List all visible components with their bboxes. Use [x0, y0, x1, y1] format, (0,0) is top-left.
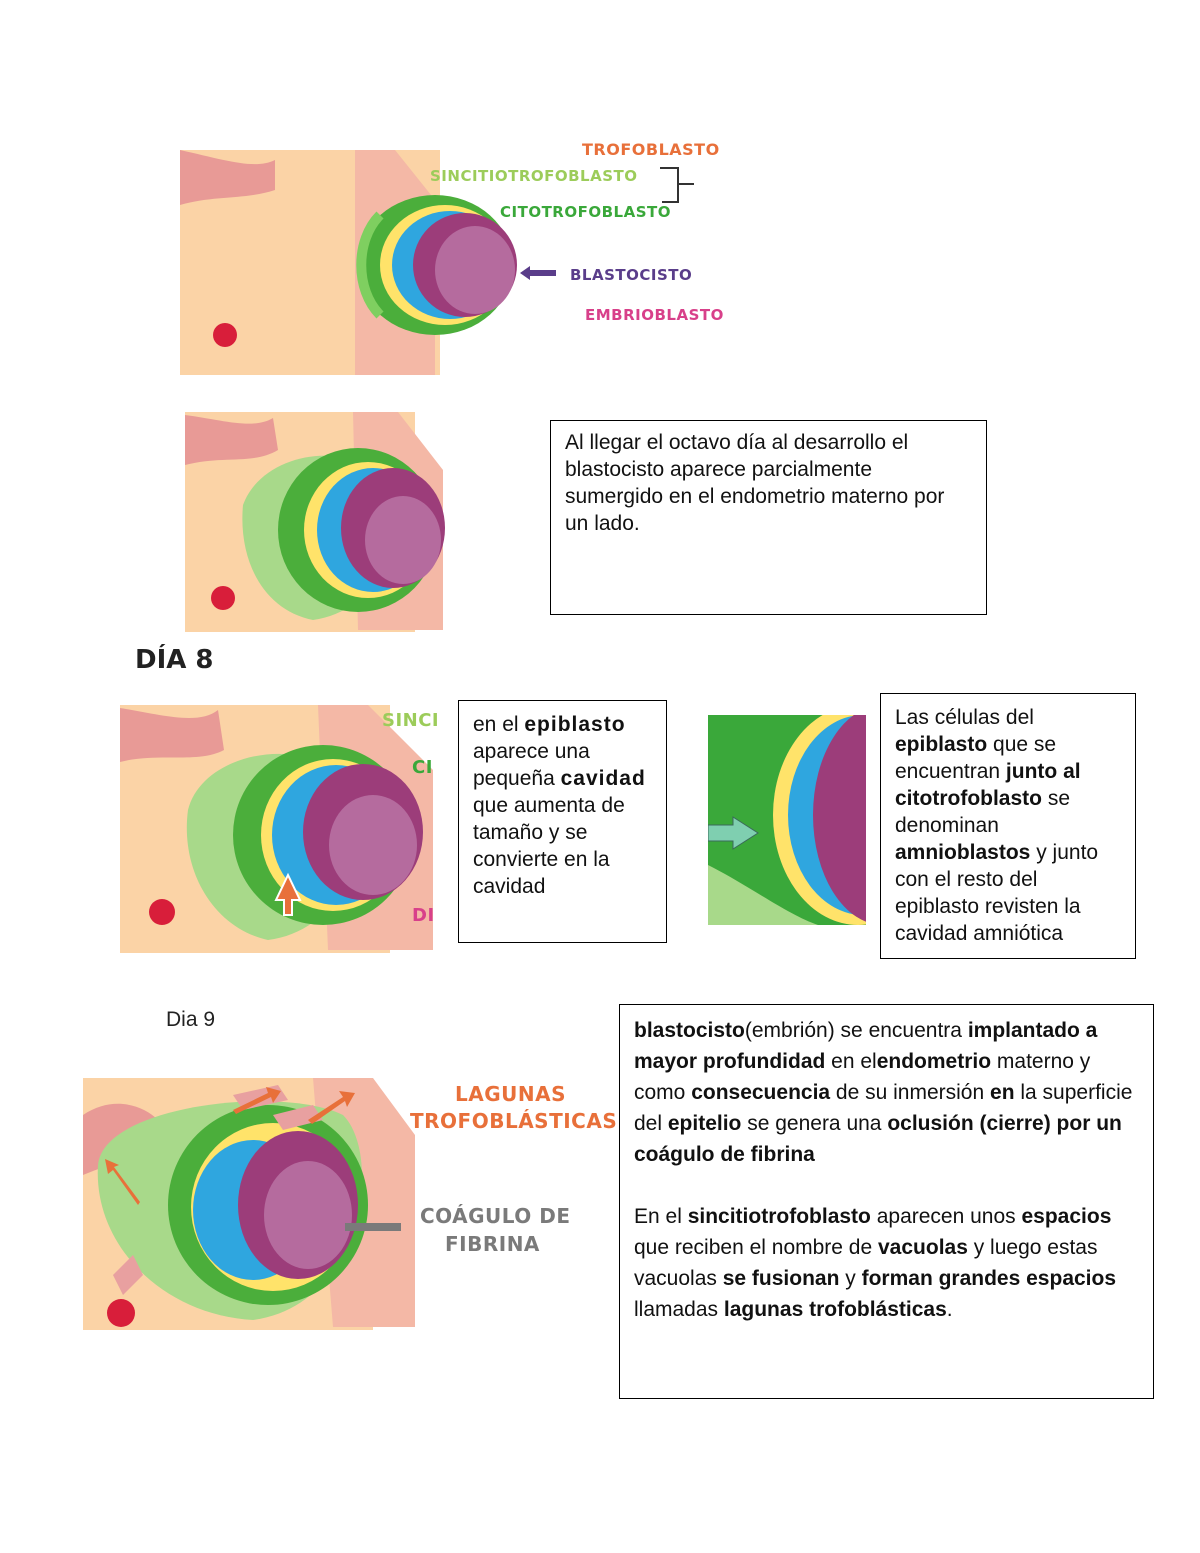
heading-dia-8: DÍA 8 — [135, 645, 214, 675]
textbox-day9-explanation: blastocisto(embrión) se encuentra implan… — [619, 1004, 1154, 1399]
figure-amnion-zoom — [708, 715, 866, 925]
textbox-amnioblastos: Las células del epiblasto que se encuent… — [880, 693, 1136, 959]
label-citotrofoblasto: CITOTROFOBLASTO — [500, 203, 671, 221]
label-fibrina: FIBRINA — [445, 1232, 540, 1256]
textbox-amnioblastos-text: Las células del epiblasto que se encuent… — [895, 706, 1099, 945]
figure-blastocyst-implantation-2 — [183, 410, 453, 635]
figure-day9 — [83, 1075, 418, 1330]
textbox-day9-paragraph-1: blastocisto(embrión) se encuentra implan… — [634, 1019, 1133, 1166]
figure-day8 — [118, 700, 438, 955]
label-sincitiotrofoblasto: SINCITIOTROFOBLASTO — [430, 167, 638, 185]
label-blastocisto: BLASTOCISTO — [570, 266, 693, 284]
figure-blastocyst-implantation-1 — [165, 130, 725, 380]
textbox-day9-paragraph-2: En el sincitiotrofoblasto aparecen unos … — [634, 1205, 1117, 1321]
bracket-icon — [660, 166, 696, 226]
label-sinci: SINCI — [382, 710, 440, 731]
arrow-left-icon — [520, 266, 556, 280]
label-embrioblasto: EMBRIOBLASTO — [585, 306, 724, 324]
label-trofoblasticas: TROFOBLÁSTICAS — [410, 1109, 618, 1133]
label-di: DI — [412, 905, 435, 926]
textbox-day8-intro-text: Al llegar el octavo día al desarrollo el… — [565, 431, 945, 535]
textbox-epiblasto-cavidad: en el epiblasto aparece una pequeña cavi… — [458, 700, 667, 943]
textbox-epiblasto-cavidad-text: en el epiblasto aparece una pequeña cavi… — [473, 713, 646, 898]
label-coagulo-de: COÁGULO DE — [420, 1204, 571, 1228]
heading-dia-9: Dia 9 — [166, 1008, 216, 1031]
label-ci: CI — [412, 757, 433, 778]
label-lagunas: LAGUNAS — [455, 1082, 566, 1106]
textbox-day8-intro: Al llegar el octavo día al desarrollo el… — [550, 420, 987, 615]
label-trofoblasto: TROFOBLASTO — [582, 140, 720, 159]
